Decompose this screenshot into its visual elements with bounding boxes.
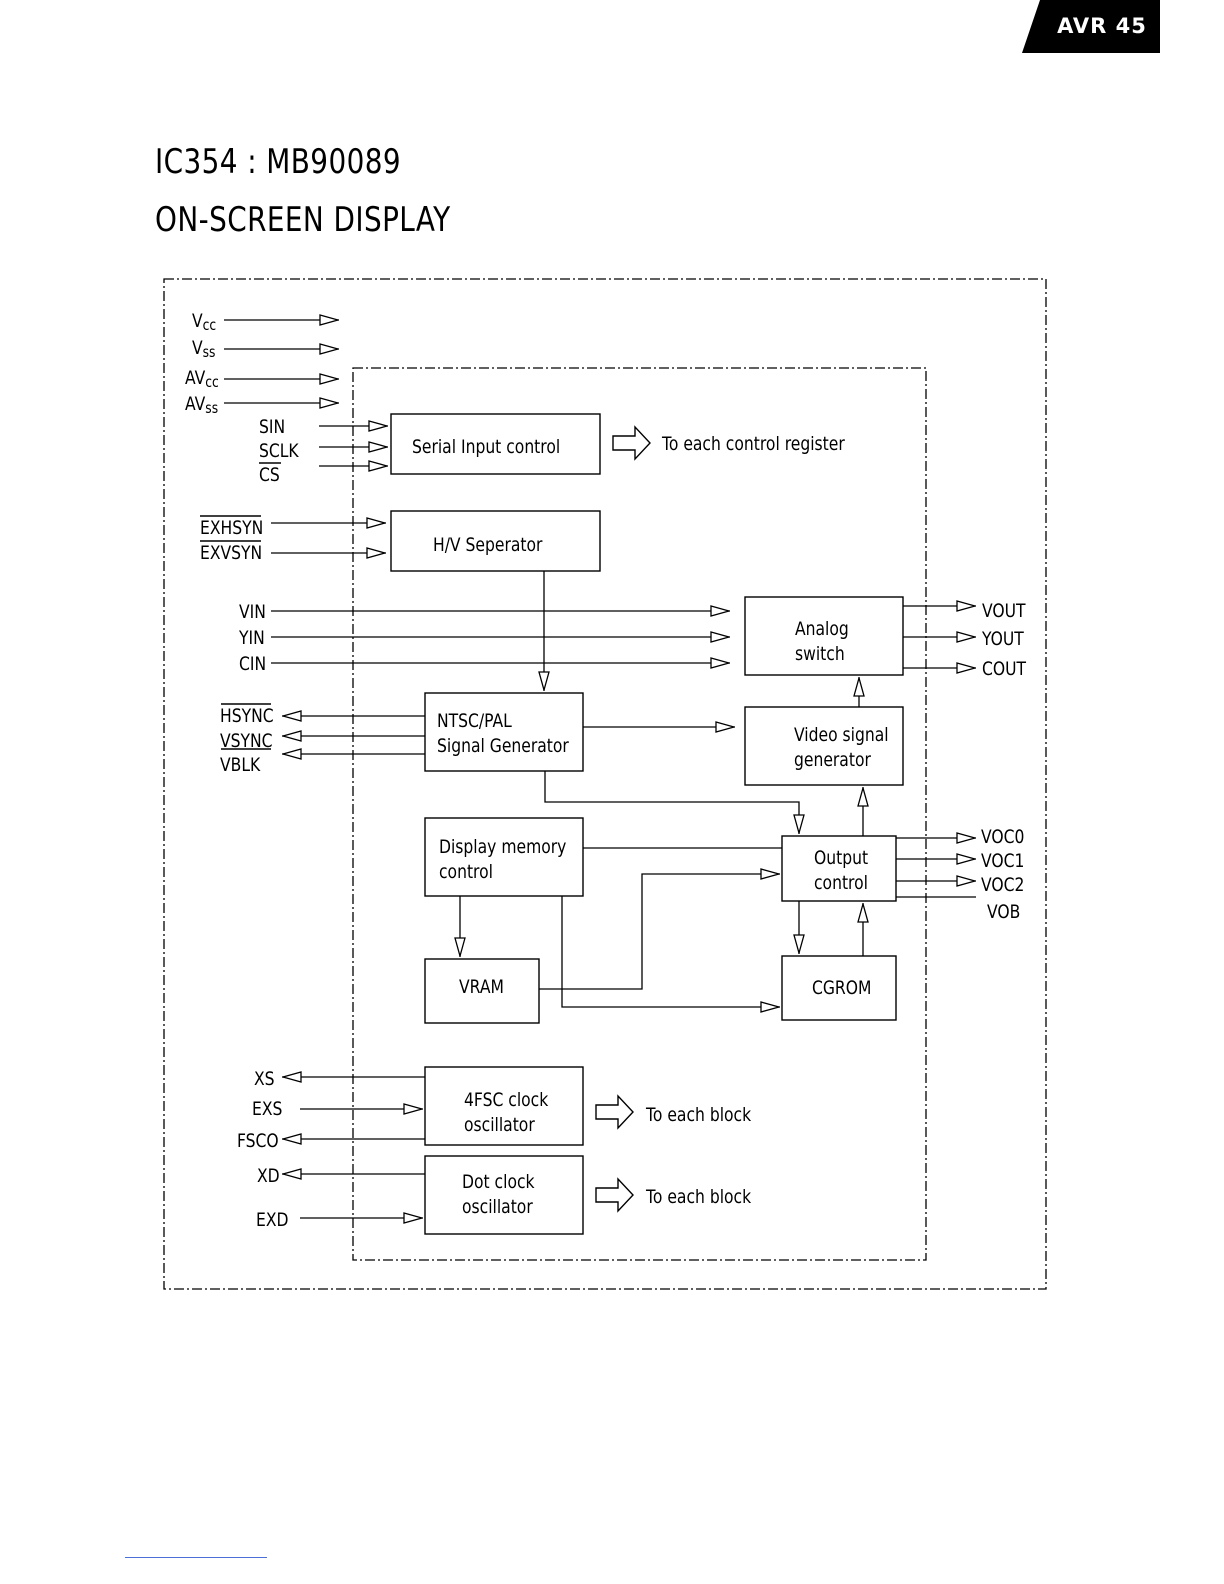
pin-cin: CIN — [239, 654, 266, 676]
hv-separator-block — [390, 510, 601, 572]
footer-rule — [125, 1557, 267, 1558]
pin-voc0: VOC0 — [981, 827, 1024, 849]
badge-background — [1022, 0, 1160, 53]
serial-input-block — [390, 413, 601, 475]
pin-yin: YIN — [238, 628, 265, 650]
fsc-clock-label-1: 4FSC clock — [464, 1090, 548, 1112]
output-control-label-1: Output — [814, 848, 868, 870]
pin-avcc: AVcc — [185, 368, 219, 392]
pin-vob: VOB — [987, 902, 1020, 924]
pin-vsync: VSYNC — [220, 731, 273, 753]
pin-vcc: Vcc — [192, 311, 216, 335]
ntsc-pal-label-2: Signal Generator — [437, 736, 570, 758]
pin-cs: CS — [259, 465, 280, 487]
chip-inner-boundary — [352, 367, 927, 1261]
pin-cout: COUT — [982, 659, 1026, 681]
chip-outer-boundary — [163, 278, 1047, 1290]
dot-clock-label-2: oscillator — [462, 1197, 534, 1219]
ic-subtitle: ON-SCREEN DISPLAY — [155, 200, 451, 240]
vram-label-1: VRAM — [459, 977, 504, 999]
cgrom-block — [781, 955, 897, 1021]
page-badge: AVR 45 — [1022, 0, 1160, 53]
pin-xd: XD — [257, 1166, 280, 1188]
to-each-block-arrow-2 — [595, 1177, 634, 1213]
video-signal-label-1: Video signal — [794, 725, 889, 747]
badge-label: AVR 45 — [1057, 14, 1147, 38]
analog-switch-label-2: switch — [795, 644, 845, 666]
cgrom-label-1: CGROM — [812, 978, 871, 1000]
pin-exhsyn: EXHSYN — [200, 518, 263, 540]
to-each-block-text-1: To each block — [645, 1105, 751, 1127]
pin-voc1: VOC1 — [981, 851, 1024, 873]
output-control-label-2: control — [814, 873, 868, 895]
pin-vout: VOUT — [982, 601, 1026, 623]
pin-exvsyn: EXVSYN — [200, 543, 262, 565]
vram-block — [424, 958, 540, 1024]
pin-exs: EXS — [252, 1099, 282, 1121]
pin-voc2: VOC2 — [981, 875, 1024, 897]
memory-to-cgrom-wire — [561, 896, 780, 1007]
vram-to-output-wire — [539, 874, 780, 990]
ic-title: IC354 : MB90089 — [155, 142, 402, 182]
pin-exd: EXD — [256, 1210, 288, 1232]
pin-sclk: SCLK — [259, 441, 299, 463]
pin-hsync: HSYNC — [220, 706, 274, 728]
pin-fsco: FSCO — [237, 1131, 279, 1153]
to-each-block-text-2: To each block — [645, 1187, 751, 1209]
pin-sin: SIN — [259, 417, 285, 439]
dot-clock-block — [424, 1155, 584, 1235]
video-signal-block — [744, 706, 904, 786]
display-memory-block — [424, 817, 584, 897]
video-signal-label-2: generator — [794, 750, 872, 772]
signal-wires — [224, 320, 976, 1218]
ntsc-pal-label-1: NTSC/PAL — [437, 711, 512, 733]
output-control-block — [781, 835, 897, 902]
fsc-clock-label-2: oscillator — [464, 1115, 536, 1137]
to-control-register-text: To each control register — [661, 434, 845, 456]
hv-separator-label-1: H/V Seperator — [433, 535, 543, 557]
serial-input-label-1: Serial Input control — [412, 437, 560, 459]
pin-xs: XS — [254, 1069, 275, 1091]
display-memory-label-1: Display memory — [439, 837, 566, 859]
to-each-block-arrow-1 — [595, 1094, 634, 1130]
dot-clock-label-1: Dot clock — [462, 1172, 535, 1194]
pin-vin: VIN — [239, 602, 266, 624]
to-control-register-arrow — [612, 425, 651, 461]
fsc-clock-block — [424, 1066, 584, 1146]
analog-switch-block — [744, 596, 904, 676]
display-memory-label-2: control — [439, 862, 493, 884]
broadcast-arrows: To each control register To each block To … — [595, 425, 846, 1213]
pin-vblk: VBLK — [220, 755, 261, 777]
ntsc-to-output-wire — [544, 771, 799, 834]
ntsc-pal-block — [424, 692, 584, 772]
analog-switch-label-1: Analog — [795, 619, 849, 641]
pin-vss: Vss — [192, 338, 215, 362]
pin-yout: YOUT — [981, 629, 1024, 651]
pin-avss: AVss — [185, 394, 218, 418]
